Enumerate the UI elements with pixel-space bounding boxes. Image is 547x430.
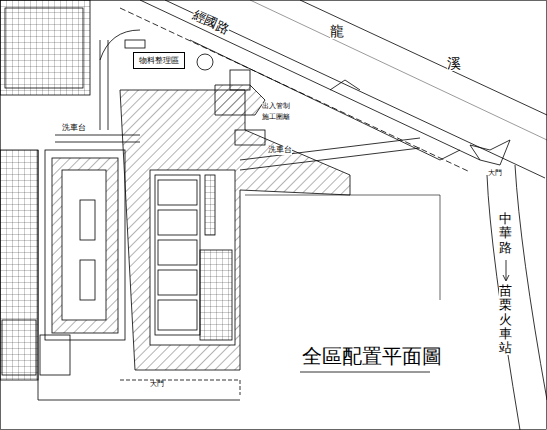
road-name: 經國路 bbox=[190, 8, 231, 37]
wash-label: 洗車台 bbox=[268, 146, 292, 155]
fence-label: 施工圍籬 bbox=[262, 114, 290, 122]
gate-label: 大門 bbox=[488, 170, 502, 178]
gate-label: 大門 bbox=[150, 381, 164, 389]
wash-label: 洗車台 bbox=[62, 124, 86, 133]
destination-name: 苗栗火車站 bbox=[499, 284, 512, 355]
river-name: 溪 bbox=[447, 56, 461, 71]
road-name: 中華路 bbox=[499, 212, 512, 255]
area-box: 物料整理區 bbox=[133, 52, 185, 69]
drawing-title: 全區配置平面圖 bbox=[302, 343, 442, 370]
control-label: 出入管制 bbox=[262, 103, 290, 111]
river-name: 龍 bbox=[330, 24, 344, 39]
area-name: 物料整理區 bbox=[139, 55, 179, 66]
